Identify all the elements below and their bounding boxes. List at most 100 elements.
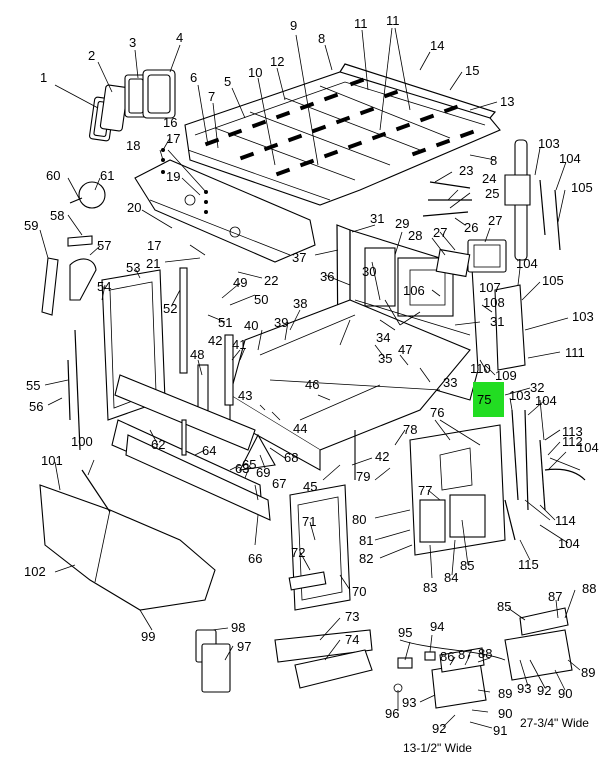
callout-c33: 33: [443, 375, 457, 390]
callout-c37: 37: [292, 250, 306, 265]
callout-c55: 55: [26, 378, 40, 393]
callout-c103c: 103: [509, 388, 531, 403]
callout-c108: 108: [483, 295, 505, 310]
callout-c112: 112: [562, 434, 583, 449]
callout-c89b: 89: [498, 686, 512, 701]
callout-c50: 50: [254, 292, 268, 307]
callout-c87a: 87: [458, 647, 472, 662]
callout-c26: 26: [464, 220, 478, 235]
callout-c90a: 90: [558, 686, 572, 701]
callout-c110: 110: [470, 361, 491, 376]
callout-c38: 38: [293, 296, 307, 311]
callout-c34: 34: [376, 330, 390, 345]
callout-c17b: 17: [147, 238, 161, 253]
callout-c88b: 88: [582, 581, 596, 596]
callout-c49: 49: [233, 275, 247, 290]
callout-c89a: 89: [581, 665, 595, 680]
callout-c6: 6: [190, 70, 197, 85]
callout-c31a: 31: [370, 211, 384, 226]
callout-c42a: 42: [208, 333, 222, 348]
callout-c66: 66: [248, 551, 262, 566]
callout-c68: 68: [284, 450, 298, 465]
callout-c2: 2: [88, 48, 95, 63]
callout-c28: 28: [408, 228, 422, 243]
highlight-label: 75: [477, 392, 491, 407]
callout-c13: 13: [500, 94, 514, 109]
callout-c73: 73: [345, 609, 359, 624]
callout-c65: 65: [242, 457, 256, 472]
callout-c79: 79: [356, 469, 370, 484]
callout-c36: 36: [320, 269, 334, 284]
callout-c30: 30: [362, 264, 376, 279]
callout-c91: 91: [493, 723, 507, 738]
callout-c74: 74: [345, 632, 359, 647]
callout-c48: 48: [190, 347, 204, 362]
caption-27-three-quarter-wide: 27-3/4" Wide: [520, 716, 589, 730]
callout-c100: 100: [71, 434, 93, 449]
callout-c59: 59: [24, 218, 38, 233]
callout-c70: 70: [352, 584, 366, 599]
callout-c41: 41: [232, 337, 246, 352]
callout-c35: 35: [378, 351, 392, 366]
callout-c56: 56: [29, 399, 43, 414]
callout-c8b: 8: [490, 153, 497, 168]
callout-c57: 57: [97, 238, 111, 253]
callout-c43: 43: [238, 388, 252, 403]
callout-c10: 10: [248, 65, 262, 80]
callout-c11a: 11: [354, 16, 368, 31]
callout-c4: 4: [176, 30, 183, 45]
callout-c5: 5: [224, 74, 231, 89]
callout-c31b: 31: [490, 314, 504, 329]
callout-c40: 40: [244, 318, 258, 333]
callout-c53: 53: [126, 260, 140, 275]
callout-c95: 95: [398, 625, 412, 640]
callout-c72: 72: [291, 545, 305, 560]
callout-c32: 32: [530, 380, 544, 395]
callout-c92a: 92: [537, 683, 551, 698]
part-drawings: [39, 63, 586, 709]
callout-c27a: 27: [488, 213, 502, 228]
callout-c94: 94: [430, 619, 444, 634]
callout-c51: 51: [218, 315, 232, 330]
callout-c63: 63: [235, 461, 249, 476]
callout-c52: 52: [163, 301, 177, 316]
callout-c82: 82: [359, 551, 373, 566]
callout-c78: 78: [403, 422, 417, 437]
callout-c87b: 87: [548, 589, 562, 604]
callout-c47: 47: [398, 342, 412, 357]
callout-c1: 1: [40, 70, 47, 85]
callout-c58: 58: [50, 208, 64, 223]
callout-c84: 84: [444, 570, 458, 585]
callout-c21: 21: [146, 256, 160, 271]
callout-c7: 7: [208, 89, 215, 104]
callout-c97: 97: [237, 639, 251, 654]
callout-c15: 15: [465, 63, 479, 78]
callout-c93a: 93: [517, 681, 531, 696]
callout-c18: 18: [126, 138, 140, 153]
callout-c90b: 90: [498, 706, 512, 721]
callout-c114: 114: [555, 513, 576, 528]
callout-c54: 54: [97, 279, 111, 294]
callout-labels: 1 2 3 4 5 6 7 8 8 9 10 11 11 12 13 14 15…: [24, 13, 599, 738]
callout-c61: 61: [100, 168, 114, 183]
callout-c105b: 105: [542, 273, 564, 288]
callout-c106: 106: [403, 283, 425, 298]
callout-c29: 29: [395, 216, 409, 231]
callout-c107: 107: [479, 280, 501, 295]
callout-c86: 86: [440, 649, 454, 664]
highlight-box[interactable]: 75: [473, 382, 504, 417]
callout-c19: 19: [166, 169, 180, 184]
callout-c111: 111: [565, 345, 585, 360]
callout-c22: 22: [264, 273, 278, 288]
callout-c103a: 103: [538, 136, 560, 151]
callout-c20: 20: [127, 200, 141, 215]
callout-c113: 113: [562, 424, 583, 439]
callout-c104b: 104: [516, 256, 538, 271]
callout-c81: 81: [359, 533, 373, 548]
callout-c98: 98: [231, 620, 245, 635]
callout-c101: 101: [41, 453, 63, 468]
callout-c11b: 11: [386, 13, 400, 28]
callout-c76: 76: [430, 405, 444, 420]
callout-c77: 77: [418, 483, 432, 498]
